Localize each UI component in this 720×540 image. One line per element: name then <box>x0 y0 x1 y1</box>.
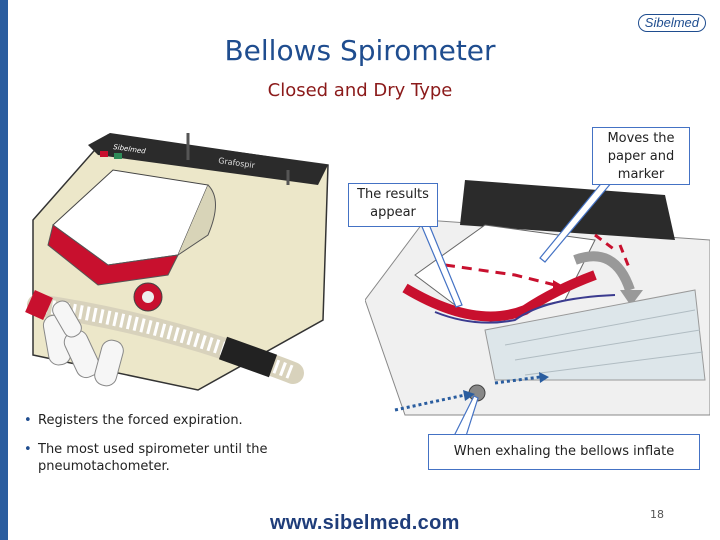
page-title: Bellows Spirometer <box>224 34 496 67</box>
brand-logo: Sibelmed <box>637 14 706 32</box>
paper-marker-callout: Moves the paper and marker <box>592 127 690 185</box>
page-subtitle: Closed and Dry Type <box>267 80 453 101</box>
results-callout: The results appear <box>348 183 438 227</box>
bullet-item: The most used spirometer until the pneum… <box>24 441 304 475</box>
footer-website-url[interactable]: www.sibelmed.com <box>270 512 460 534</box>
left-accent-bar <box>0 0 8 540</box>
bellows-mechanism-illustration <box>365 180 710 416</box>
bellows-exhale-callout: When exhaling the bellows inflate <box>428 434 700 470</box>
page-number: 18 <box>650 508 664 521</box>
bullet-list: Registers the forced expiration. The mos… <box>24 412 304 487</box>
spirometer-device-illustration: Sibelmed Grafospir <box>25 133 329 391</box>
bullet-item: Registers the forced expiration. <box>24 412 304 429</box>
